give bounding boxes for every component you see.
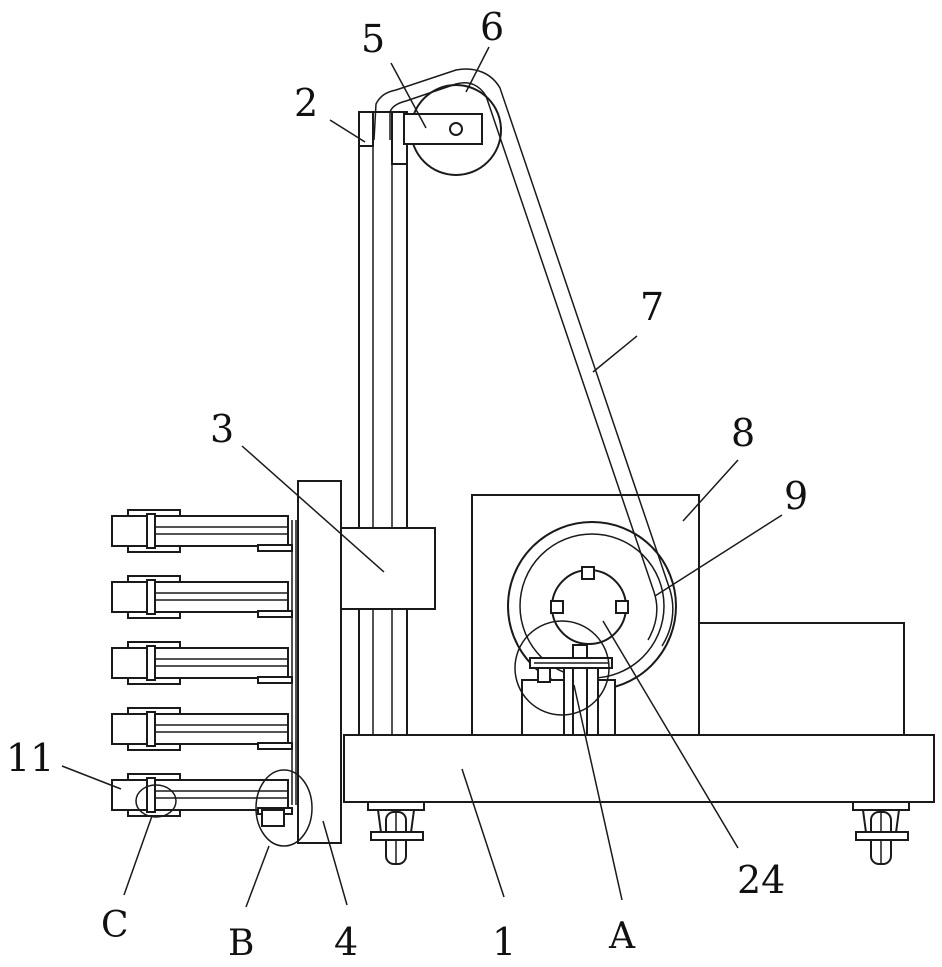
callout-3: 3 (210, 407, 234, 451)
callout-5: 5 (361, 17, 385, 61)
callout-b: B (228, 923, 254, 964)
clamp-arm-4 (112, 708, 292, 750)
base-platform (344, 735, 934, 802)
leader-7 (593, 336, 637, 372)
caster-left (368, 802, 424, 864)
upright-column (359, 112, 407, 735)
control-box (699, 623, 904, 735)
clamp-arm-3 (112, 642, 292, 684)
leader-c (124, 816, 152, 895)
leader-11 (62, 766, 121, 789)
mounting-plate (298, 481, 341, 843)
leader-b (246, 846, 269, 907)
callout-11: 11 (6, 736, 54, 780)
callout-a: A (608, 916, 636, 957)
pulley-axle (450, 123, 462, 135)
callout-9: 9 (784, 474, 808, 518)
caster-right (853, 802, 909, 864)
callout-1: 1 (492, 920, 516, 964)
detail-b-block (262, 810, 284, 826)
callout-4: 4 (334, 920, 358, 964)
leader-8 (683, 460, 738, 521)
clamp-arm-1 (112, 510, 292, 552)
gear-assembly (522, 645, 615, 735)
lifting-carriage (341, 528, 435, 609)
callout-7: 7 (640, 285, 664, 329)
callout-8: 8 (731, 411, 755, 455)
callout-24: 24 (737, 858, 785, 902)
callout-2: 2 (294, 81, 318, 125)
clamp-arm-2 (112, 576, 292, 618)
callout-c: C (101, 905, 129, 946)
pulley-bracket (404, 114, 482, 144)
callout-6: 6 (480, 5, 504, 49)
